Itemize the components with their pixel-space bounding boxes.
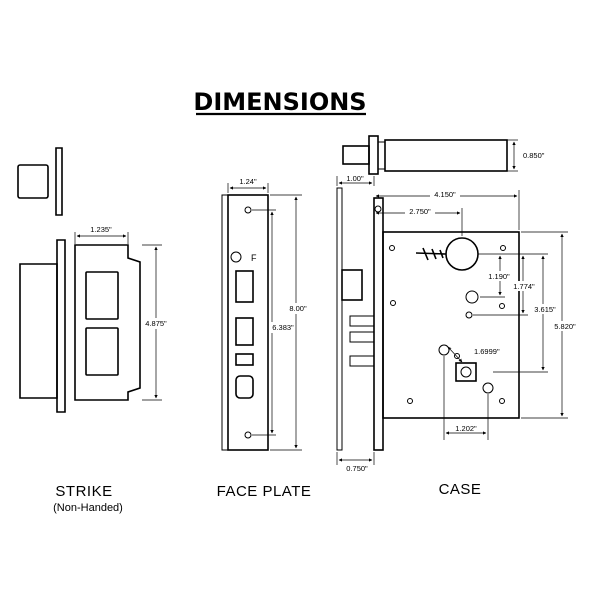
- strike-drawing: 1.235" 4.875": [17, 147, 171, 413]
- face-plate-bottom-screw: [244, 431, 252, 439]
- mounting-hole: [482, 382, 494, 394]
- latch-opening: [235, 270, 254, 303]
- case-face-edge: [336, 187, 343, 451]
- aux-tab-2: [349, 355, 375, 367]
- dim-1202-label: 1.202": [455, 424, 477, 433]
- case-caption: CASE: [439, 481, 482, 498]
- dim-3615-label: 3.615": [534, 305, 556, 314]
- spindle-hub: [445, 237, 479, 271]
- face-plate-drawing: F 1.24" 6.383" 8.00": [221, 177, 312, 451]
- dim-1774-label: 1.774": [513, 282, 535, 291]
- deadbolt-opening: [235, 317, 254, 346]
- auxiliary-latch-opening: [235, 375, 254, 399]
- face-plate-marking-f: F: [251, 253, 257, 263]
- dim-1190-label: 1.190": [488, 272, 510, 281]
- strike-caption: STRIKE: [55, 483, 112, 500]
- trim-hole: [455, 362, 477, 382]
- strike-height-label: 4.875": [145, 319, 167, 328]
- strike-plate: [74, 244, 141, 401]
- strike-top-flange: [55, 147, 63, 216]
- strike-lower-opening: [85, 327, 119, 376]
- case-body: [382, 231, 520, 419]
- strike-top-piece: [17, 164, 49, 199]
- case-top-screw: [374, 205, 382, 213]
- face-thickness-label: 0.750": [346, 464, 368, 473]
- deadbolt-tab: [349, 315, 375, 327]
- hub-lever: [415, 247, 447, 261]
- aux-tab-1: [349, 331, 375, 343]
- face-plate-height-label: 8.00": [289, 304, 307, 313]
- face-plate-spacing-label: 6.383": [272, 323, 294, 332]
- dim-16999-label: 1.6999": [474, 347, 500, 356]
- strike-upper-opening: [85, 271, 119, 320]
- face-plate-width-label: 1.24": [239, 177, 257, 186]
- thumb-turn-hole: [438, 344, 450, 356]
- bolt-dia-label: 0.850": [523, 151, 545, 160]
- case-front-plate: [373, 197, 384, 451]
- page-title: DIMENSIONS: [193, 88, 366, 116]
- face-plate-top-screw: [244, 206, 252, 214]
- plate-offset-label: 1.00": [346, 174, 364, 183]
- bolt-ring: [377, 141, 386, 170]
- strike-subcaption: (Non-Handed): [53, 502, 123, 514]
- bolt-body: [384, 139, 508, 172]
- bolt-stub: [342, 145, 370, 165]
- bolt-collar: [368, 135, 379, 175]
- face-plate-outline: [227, 194, 269, 451]
- cylinder-hole: [465, 290, 479, 304]
- aux-opening: [235, 353, 254, 366]
- overall-height-label: 5.820": [554, 322, 576, 331]
- case-drawing: 0.850" 1.00" 4.150: [336, 135, 581, 473]
- overall-width-label: 4.150": [434, 190, 456, 199]
- strike-box: [19, 263, 58, 399]
- face-plate-edge: [221, 194, 229, 451]
- latch-bolt: [341, 269, 363, 301]
- finish-symbol-icon: [230, 251, 242, 263]
- dim-16999-line: [447, 346, 463, 363]
- strike-width-label: 1.235": [90, 225, 112, 234]
- backset-label: 2.750": [409, 207, 431, 216]
- face-plate-caption: FACE PLATE: [217, 483, 312, 500]
- strike-flange: [56, 239, 66, 413]
